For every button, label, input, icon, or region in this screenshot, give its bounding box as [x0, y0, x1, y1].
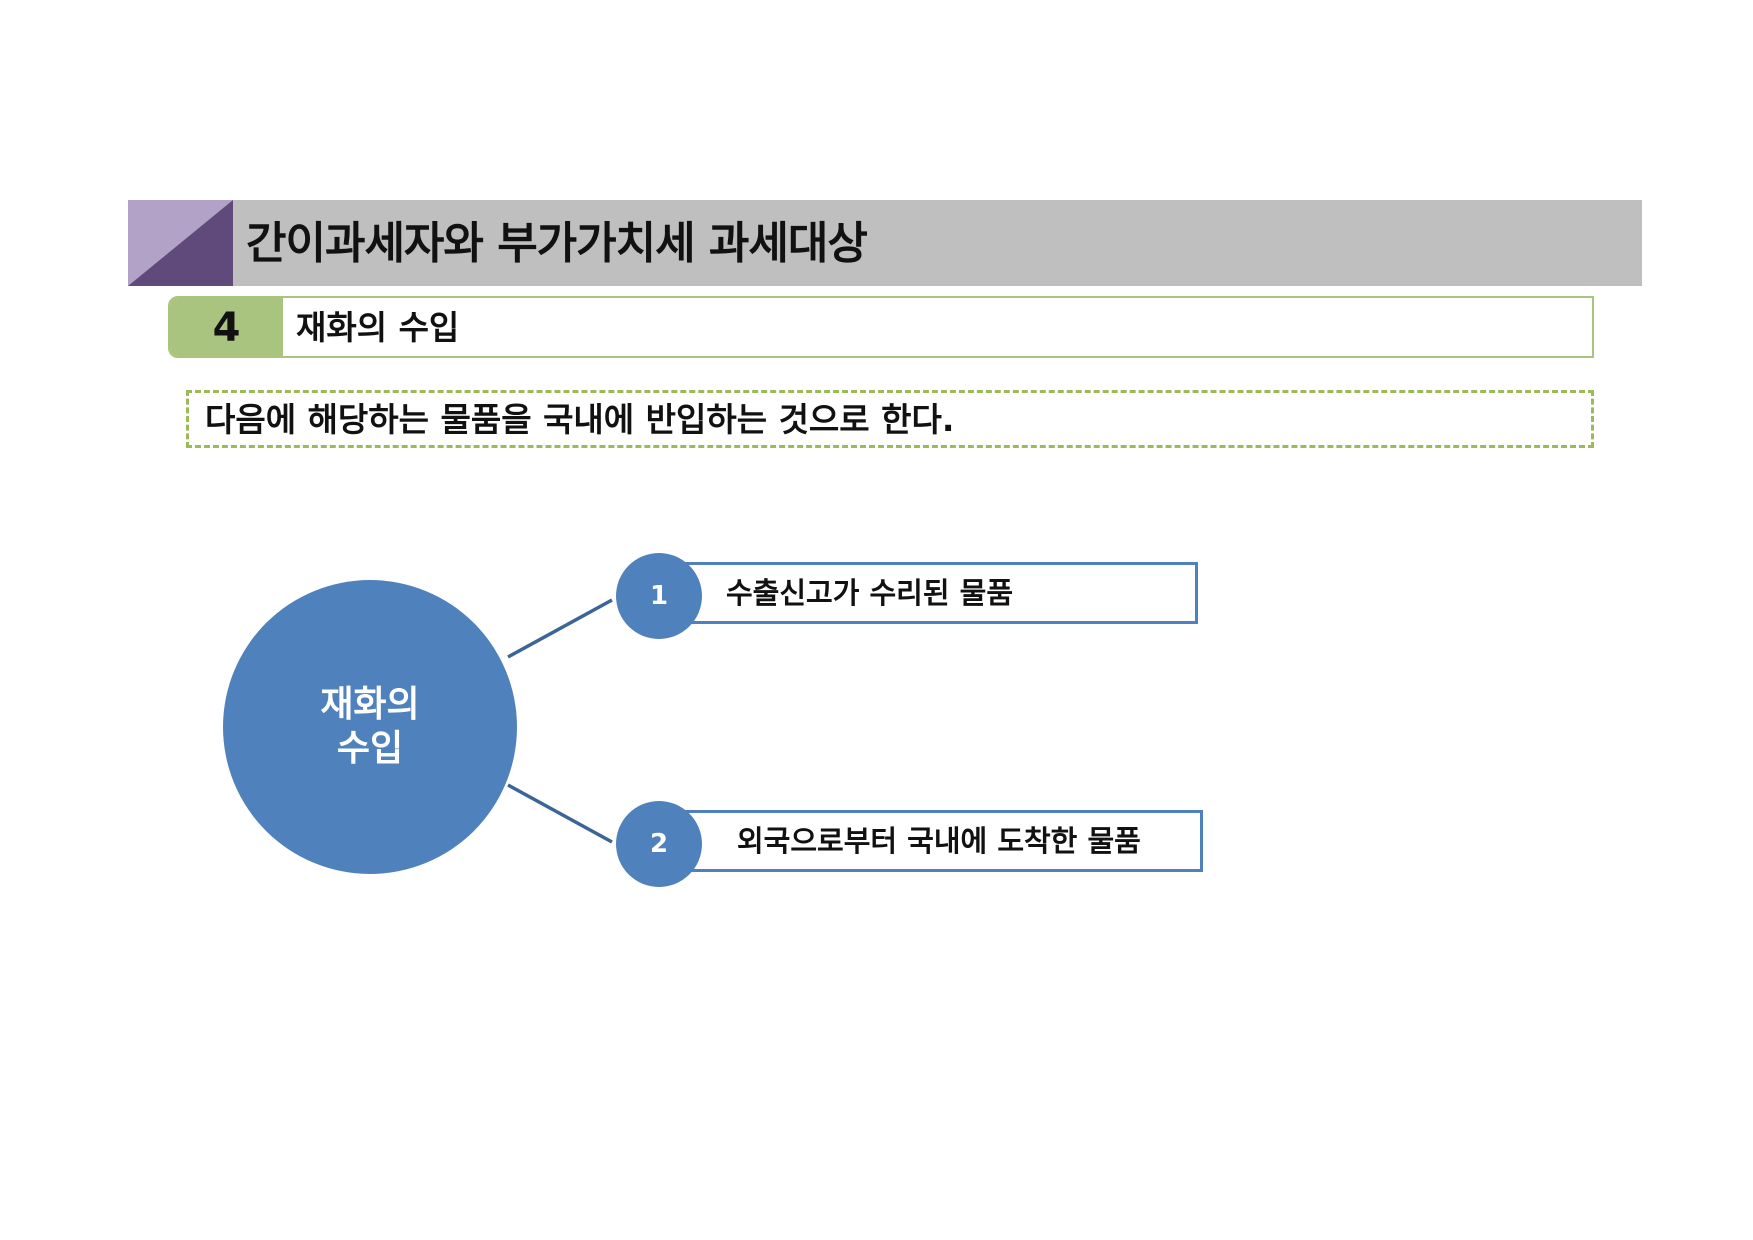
section-number: 4	[170, 298, 283, 356]
title-bar: 간이과세자와 부가가치세 과세대상	[128, 200, 1642, 286]
title-corner-triangle-icon	[128, 200, 233, 286]
hub-circle: 재화의 수입	[223, 580, 517, 874]
list-item-text-2: 외국으로부터 국내에 도착한 물품	[737, 824, 1141, 858]
list-item-box-1: 수출신고가 수리된 물품	[660, 562, 1198, 624]
list-item-text-1: 수출신고가 수리된 물품	[726, 576, 1013, 610]
section-title: 재화의 수입	[296, 308, 460, 347]
hub-label: 재화의 수입	[320, 684, 420, 769]
description-box: 다음에 해당하는 물품을 국내에 반입하는 것으로 한다.	[186, 390, 1594, 448]
description-text: 다음에 해당하는 물품을 국내에 반입하는 것으로 한다.	[205, 400, 955, 439]
list-item-box-2: 외국으로부터 국내에 도착한 물품	[660, 810, 1203, 872]
page-title: 간이과세자와 부가가치세 과세대상	[246, 218, 868, 269]
list-item-number-1: 1	[616, 553, 702, 639]
connector-line-1	[507, 598, 613, 659]
section-header: 4 재화의 수입	[168, 296, 1594, 358]
list-item-number-2: 2	[616, 801, 702, 887]
connector-line-2	[507, 783, 613, 844]
